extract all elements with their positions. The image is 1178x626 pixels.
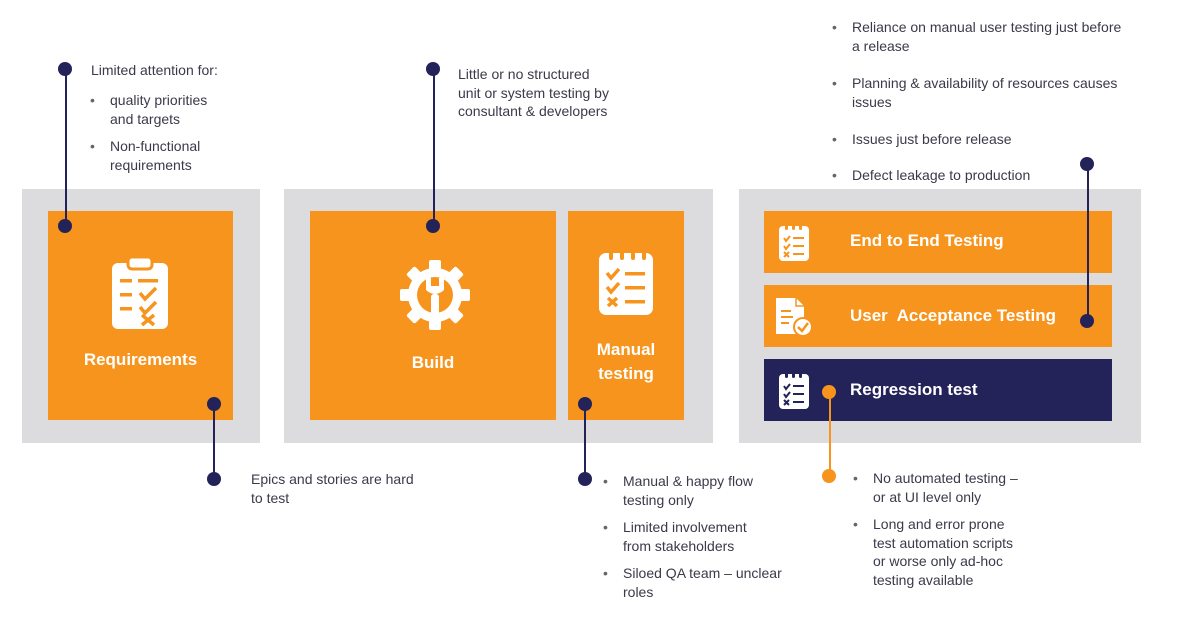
- user-acceptance-testing-label: User Acceptance Testing: [850, 306, 1056, 325]
- checklist-icon: [779, 370, 809, 409]
- connector-dot: [822, 385, 836, 399]
- connector-dot: [1080, 314, 1094, 328]
- connector-line: [65, 69, 67, 226]
- regression-bottom-bullet: No automated testing – or at UI level on…: [853, 469, 1018, 506]
- testing-top-bullet: Defect leakage to production: [832, 166, 1030, 185]
- regression-test-label: Regression test: [850, 380, 978, 399]
- manual-testing-label: Manual testing: [596, 340, 656, 383]
- requirements-bottom-note: Epics and stories are hard to test: [251, 471, 414, 506]
- checklist-notepad-icon: [599, 248, 653, 315]
- manual-bottom-bullet: Limited involvement from stakeholders: [603, 518, 747, 555]
- manual-testing-box: [568, 211, 684, 420]
- build-label: Build: [411, 353, 455, 372]
- document-check-icon: [776, 298, 813, 337]
- connector-line: [1087, 164, 1089, 322]
- connector-line: [829, 392, 831, 476]
- requirements-top-bullet: Non-functional requirements: [90, 137, 200, 174]
- user-acceptance-testing-box: [764, 285, 1112, 347]
- end-to-end-testing-box: [764, 211, 1112, 273]
- connector-dot: [58, 62, 72, 76]
- manual-bottom-bullet: Siloed QA team – unclear roles: [603, 564, 782, 601]
- testing-top-bullet: Issues just before release: [832, 130, 1012, 149]
- connector-dot: [1080, 157, 1094, 171]
- connector-dot: [822, 469, 836, 483]
- testing-top-bullet: Planning & availability of resources cau…: [832, 74, 1117, 111]
- requirements-label: Requirements: [83, 350, 198, 369]
- checklist-icon: [779, 222, 809, 261]
- connector-dot: [58, 219, 72, 233]
- regression-bottom-bullet: Long and error prone test automation scr…: [853, 515, 1013, 589]
- build-top-note: Little or no structured unit or system t…: [458, 66, 609, 119]
- connector-line: [213, 404, 215, 480]
- testing-top-bullet: Reliance on manual user testing just bef…: [832, 18, 1121, 55]
- manual-bottom-bullet: Manual & happy flow testing only: [603, 472, 753, 509]
- end-to-end-testing-label: End to End Testing: [850, 231, 1004, 250]
- connector-dot: [207, 397, 221, 411]
- connector-line: [584, 404, 586, 480]
- clipboard-checklist-icon: [112, 255, 168, 329]
- connector-dot: [207, 472, 221, 486]
- connector-dot: [426, 219, 440, 233]
- gear-wrench-icon: [400, 260, 470, 330]
- requirements-top-intro: Limited attention for:: [91, 62, 218, 78]
- connector-dot: [426, 62, 440, 76]
- connector-dot: [578, 472, 592, 486]
- requirements-top-bullet: quality priorities and targets: [90, 91, 207, 128]
- connector-dot: [578, 397, 592, 411]
- connector-line: [433, 69, 435, 226]
